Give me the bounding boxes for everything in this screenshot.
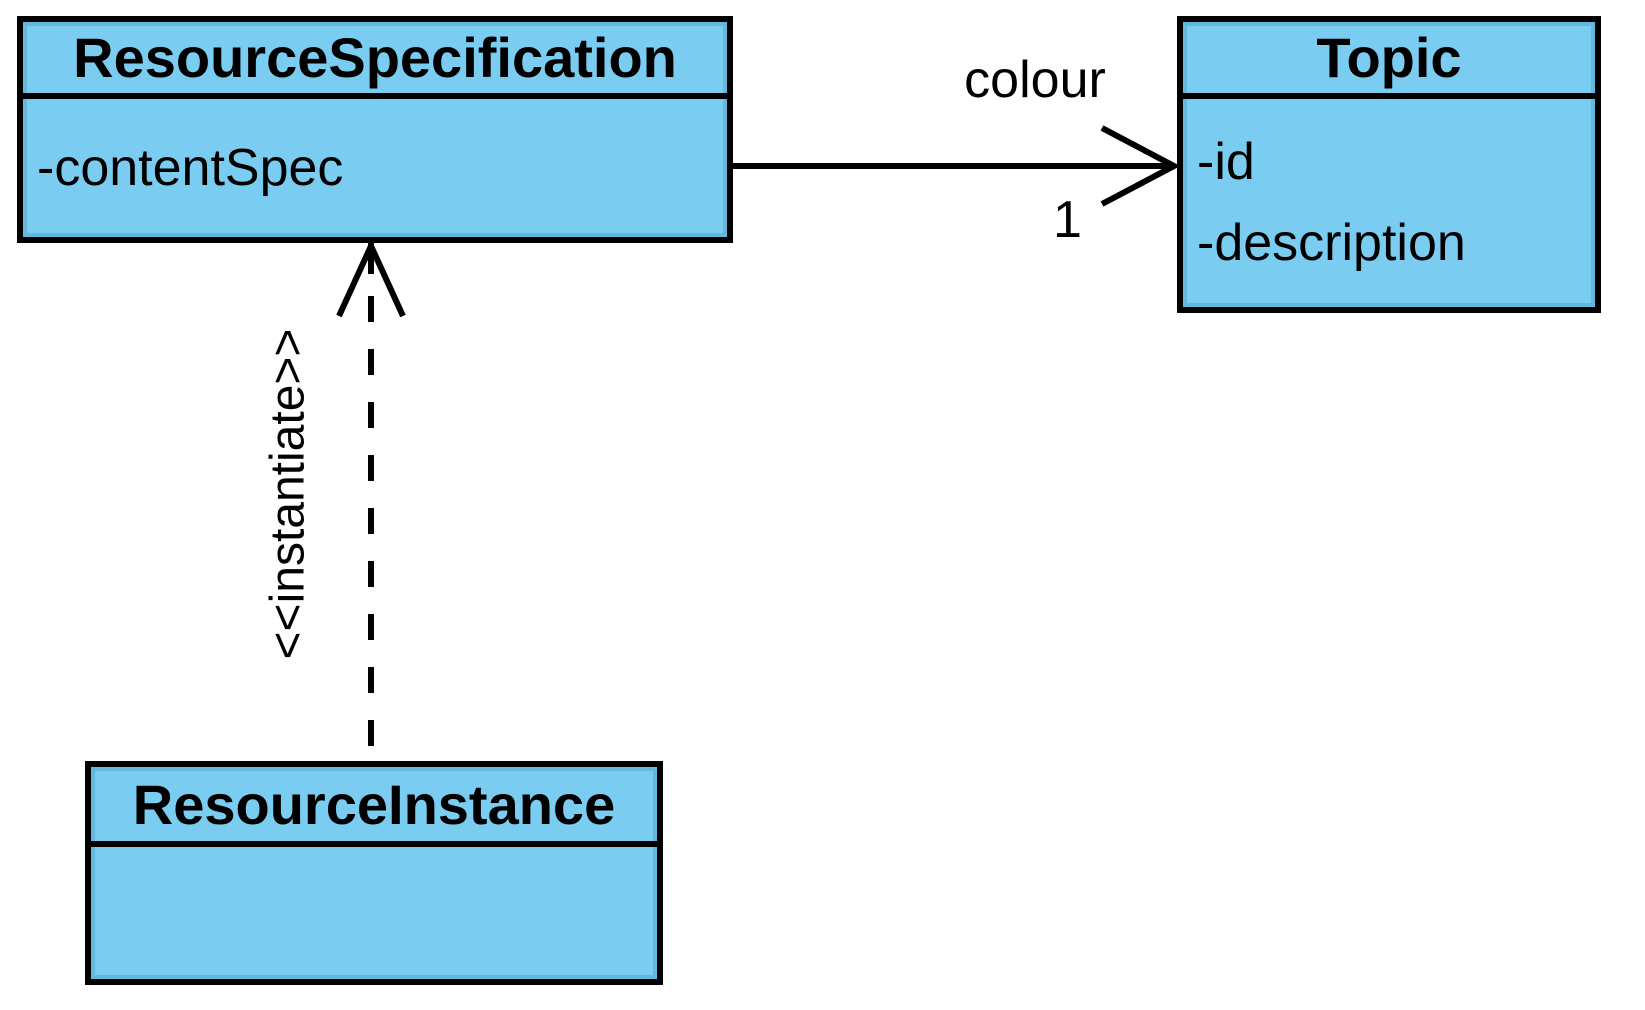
class-box-topic: Topic -id -description: [1177, 16, 1601, 313]
dependency-open-arrowhead-icon: [336, 238, 406, 318]
class-title: ResourceSpecification: [23, 22, 727, 99]
dependency-stereotype-label: <<instantiate>>: [261, 328, 315, 660]
attribute-item: -description: [1197, 214, 1466, 272]
class-box-resource-instance: ResourceInstance: [85, 761, 663, 985]
association-colour-edge: [733, 125, 1181, 207]
class-box-resource-specification: ResourceSpecification -contentSpec: [17, 16, 733, 243]
attribute-item: -id: [1197, 133, 1255, 192]
class-title: ResourceInstance: [91, 767, 657, 847]
class-title: Topic: [1183, 22, 1595, 99]
class-attributes-compartment: -id -description: [1183, 99, 1595, 307]
association-name-label: colour: [964, 51, 1106, 109]
association-open-arrowhead-icon: [1100, 125, 1181, 207]
attribute-item: -contentSpec: [37, 138, 344, 197]
association-multiplicity-label: 1: [1053, 191, 1082, 249]
class-attributes-compartment: -contentSpec: [23, 99, 727, 237]
dependency-instantiate-edge: [336, 238, 406, 762]
class-attributes-compartment: [91, 847, 657, 979]
